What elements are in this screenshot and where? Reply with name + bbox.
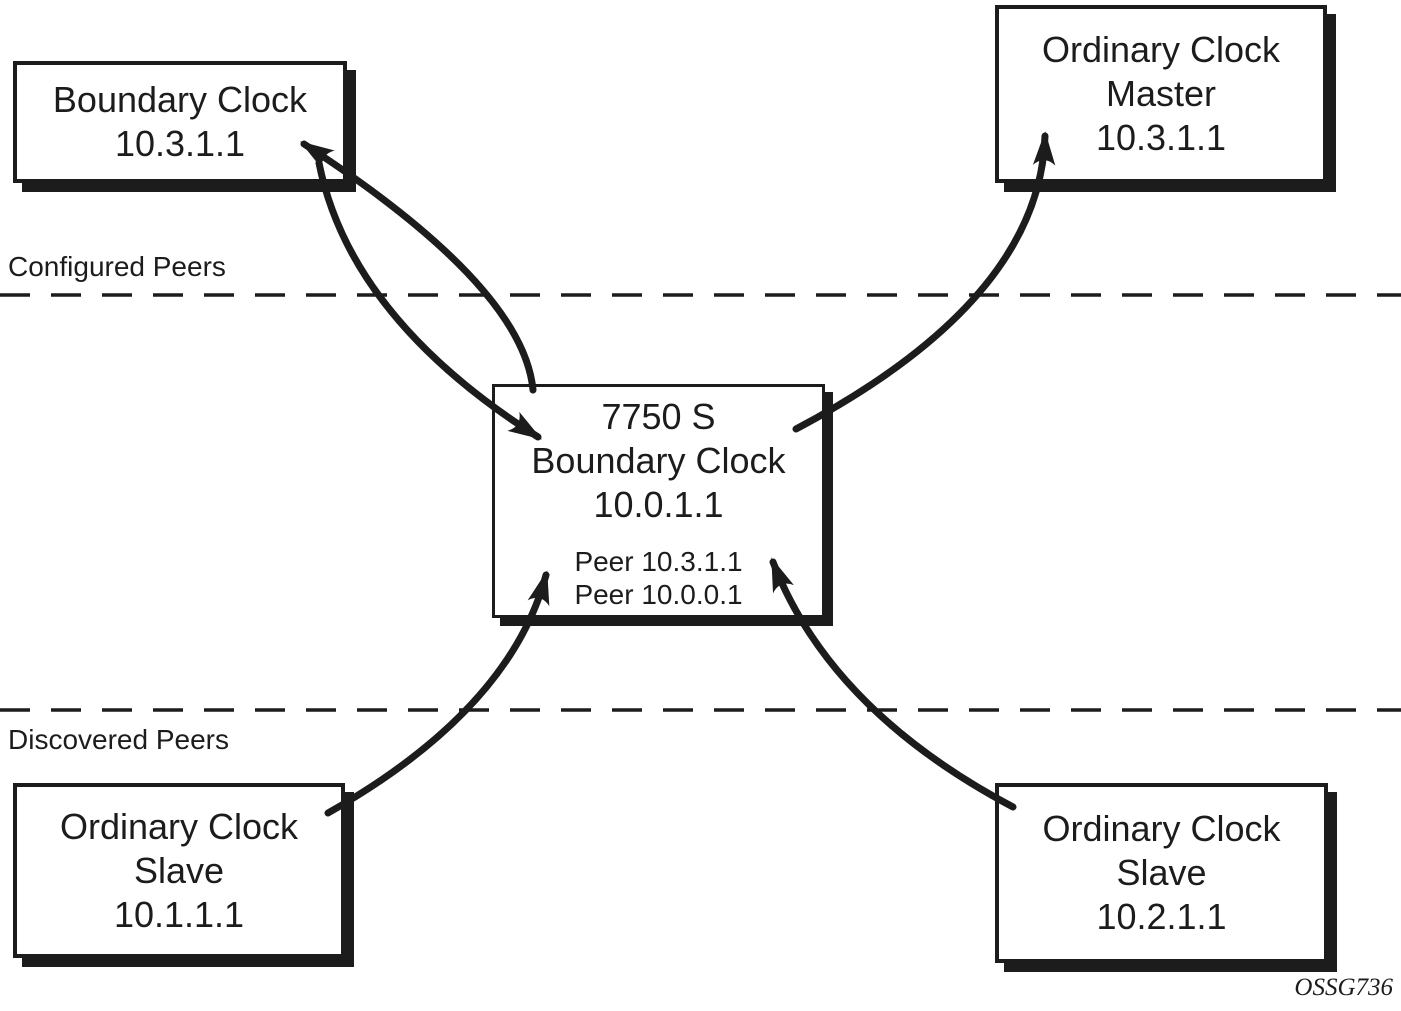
- peer-entry: Peer 10.3.1.1: [574, 546, 743, 577]
- node-ordinary-clock-slave-1: Ordinary Clock Slave 10.1.1.1: [13, 783, 345, 958]
- node-label-line: 7750 S: [601, 396, 716, 437]
- node-label-line: Boundary Clock: [531, 440, 786, 481]
- configured-peers-label: Configured Peers: [8, 251, 226, 282]
- node-ordinary-clock-slave-2: Ordinary Clock Slave 10.2.1.1: [995, 783, 1328, 963]
- node-label-line: Slave: [1116, 852, 1207, 893]
- node-central-boundary-clock: 7750 S Boundary Clock 10.0.1.1 Peer 10.3…: [492, 384, 825, 618]
- node-label-line: 10.3.1.1: [114, 123, 246, 164]
- node-label-line: 10.0.1.1: [593, 484, 724, 525]
- node-ordinary-clock-master: Ordinary Clock Master 10.3.1.1: [995, 5, 1327, 183]
- node-label-line: Ordinary Clock: [1042, 808, 1281, 849]
- node-label-line: Ordinary Clock: [59, 805, 299, 847]
- node-label-line: Slave: [133, 849, 225, 891]
- node-boundary-clock-remote: Boundary Clock 10.3.1.1: [13, 61, 347, 183]
- discovered-peers-label: Discovered Peers: [8, 724, 229, 755]
- figure-id: OSSG736: [1294, 974, 1393, 1001]
- node-label-line: Master: [1105, 73, 1217, 114]
- node-label-line: Boundary Clock: [52, 79, 308, 120]
- node-label-line: Ordinary Clock: [1041, 29, 1281, 70]
- peer-list: Peer 10.3.1.1 Peer 10.0.0.1: [574, 545, 742, 611]
- peer-entry: Peer 10.0.0.1: [574, 579, 743, 610]
- node-label-line: 10.3.1.1: [1095, 117, 1227, 158]
- node-label-line: 10.2.1.1: [1096, 896, 1227, 937]
- node-label-line: 10.1.1.1: [113, 893, 245, 935]
